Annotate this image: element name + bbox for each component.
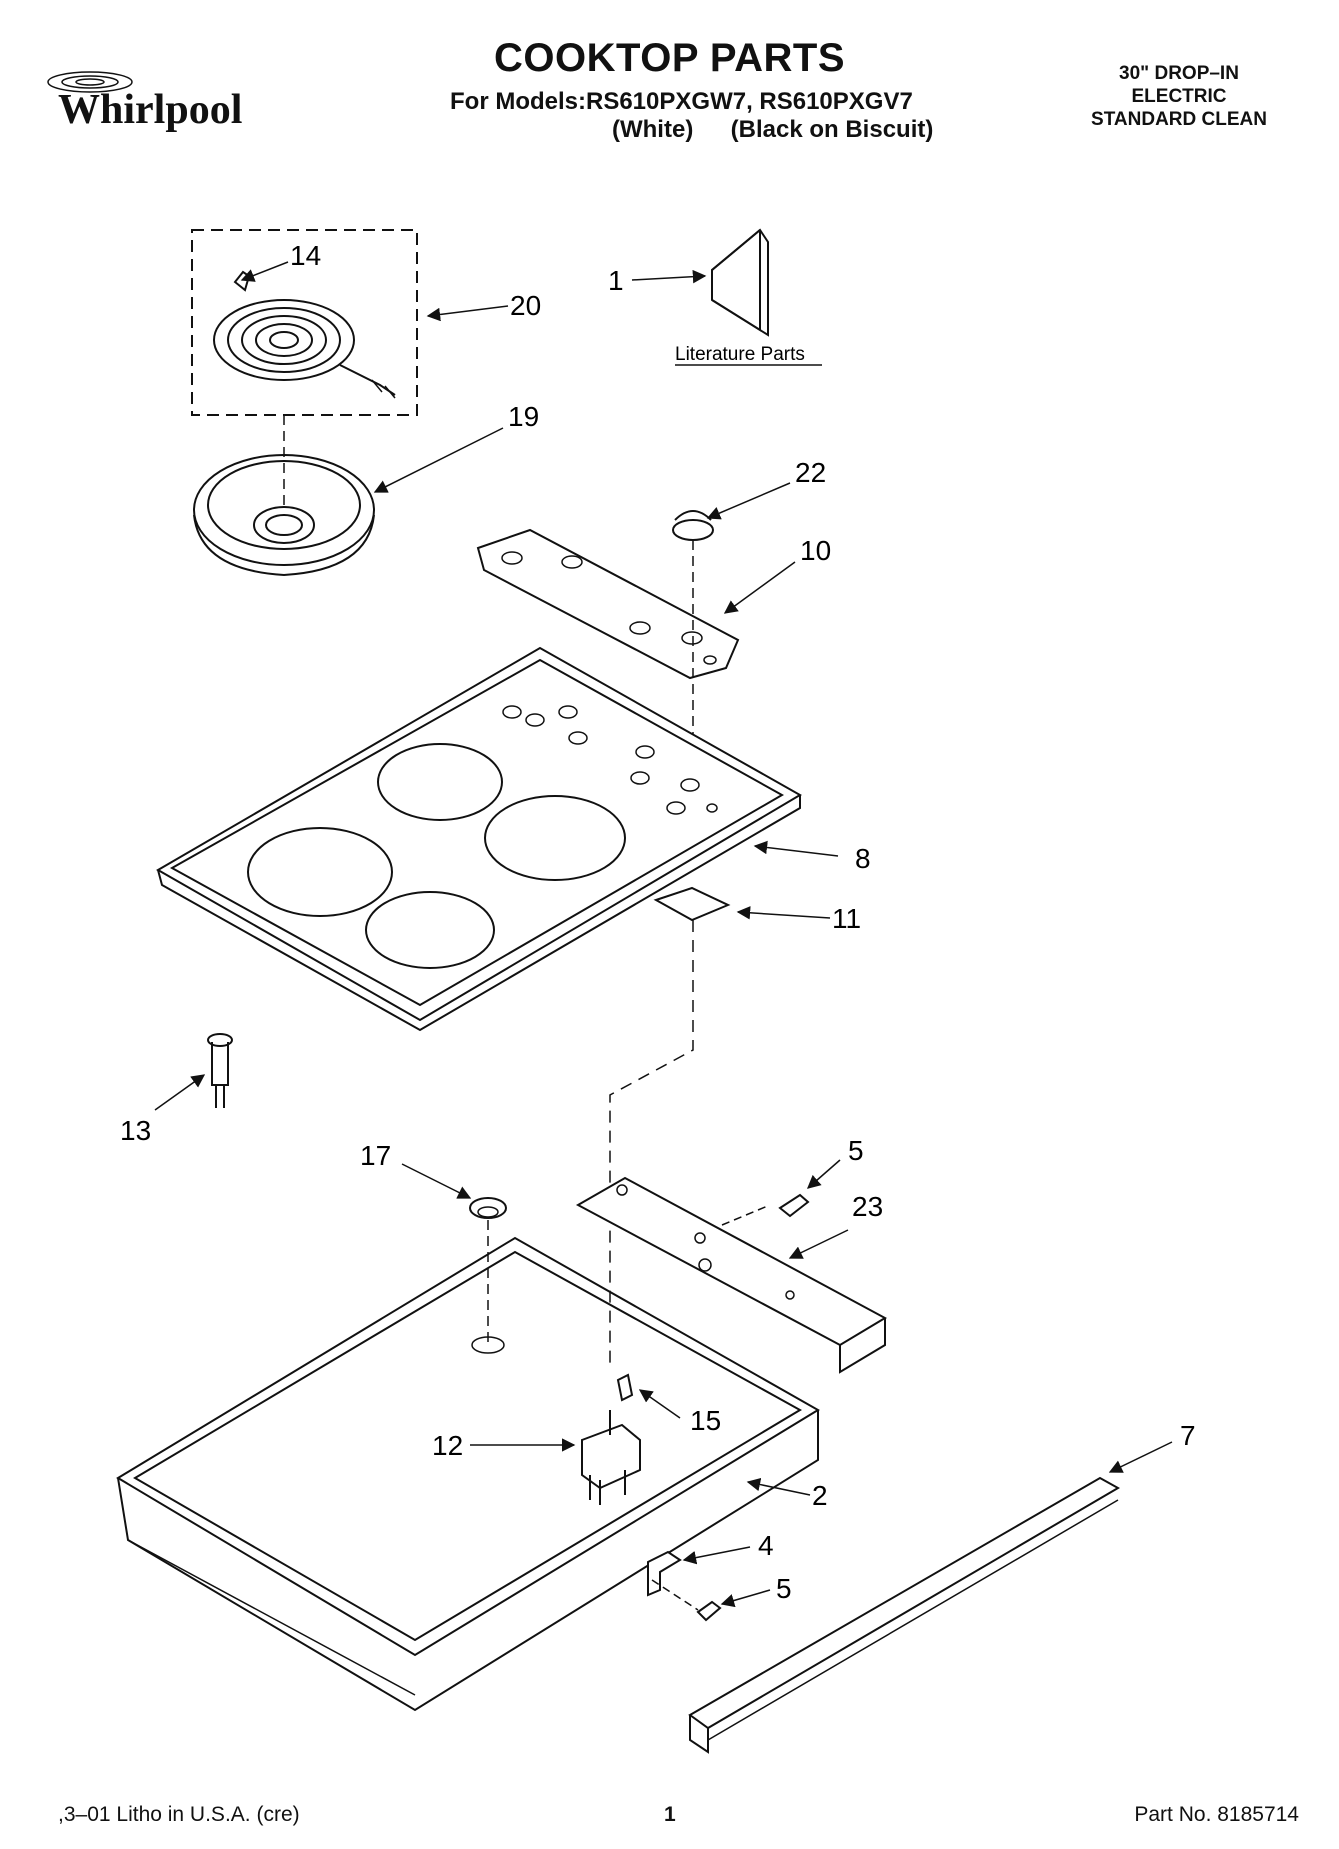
leader-lines	[154, 261, 1173, 1611]
literature-parts	[711, 228, 769, 337]
spec-line-1: 30" DROP–IN	[1119, 63, 1239, 84]
indicator-light	[207, 1033, 233, 1108]
cooktop-box	[116, 1236, 820, 1712]
callout-7: 7	[1180, 1420, 1196, 1451]
cooktop-main-top	[155, 646, 802, 1032]
screw-upper	[778, 1193, 810, 1218]
callout-19: 19	[508, 401, 539, 432]
spec-line-3: STANDARD CLEAN	[1091, 109, 1267, 130]
footer-part-number: Part No. 8185714	[1134, 1803, 1299, 1826]
variant-white: (White)	[612, 116, 694, 143]
callout-12: 12	[432, 1430, 463, 1461]
spec-block: 30" DROP–IN ELECTRIC STANDARD CLEAN	[1064, 62, 1294, 131]
screw-lower	[696, 1600, 722, 1622]
callout-10: 10	[800, 535, 831, 566]
literature-label: Literature Parts	[675, 344, 805, 365]
screw-15	[616, 1373, 634, 1402]
page-title: COOKTOP PARTS	[494, 36, 845, 80]
callout-11: 11	[832, 903, 861, 934]
callout-20: 20	[510, 290, 541, 321]
callout-13: 13	[120, 1115, 151, 1146]
whirlpool-swirl-icon	[47, 71, 133, 93]
footer-litho: ,3–01 Litho in U.S.A. (cre)	[58, 1803, 300, 1826]
callout-1: 1	[608, 265, 624, 296]
grommet	[469, 1197, 507, 1219]
variant-black: (Black on Biscuit)	[730, 116, 934, 143]
callout-17: 17	[360, 1140, 391, 1171]
callout-4: 4	[758, 1530, 774, 1561]
callout-2: 2	[812, 1480, 828, 1511]
trim-strip	[688, 1476, 1121, 1754]
footer-page-number: 1	[664, 1803, 676, 1826]
control-bracket	[575, 1176, 888, 1374]
variant-labels: (White) (Black on Biscuit)	[612, 116, 933, 144]
infinite-switch	[581, 1410, 641, 1505]
callout-8: 8	[855, 843, 871, 874]
models-line: For Models:RS610PXGW7, RS610PXGV7	[450, 88, 913, 115]
spec-line-2: ELECTRIC	[1131, 86, 1227, 107]
callout-22: 22	[795, 457, 826, 488]
callout-23: 23	[852, 1191, 883, 1222]
callout-5-upper: 5	[848, 1135, 864, 1166]
insulation-pad	[653, 886, 731, 922]
control-panel-overlay	[476, 528, 740, 680]
callout-14: 14	[290, 240, 321, 271]
callout-5-lower: 5	[776, 1573, 792, 1604]
whirlpool-logo: Whirlpool	[58, 87, 243, 133]
callout-15: 15	[690, 1405, 721, 1436]
control-knob	[672, 510, 714, 541]
mounting-clip	[647, 1550, 682, 1597]
